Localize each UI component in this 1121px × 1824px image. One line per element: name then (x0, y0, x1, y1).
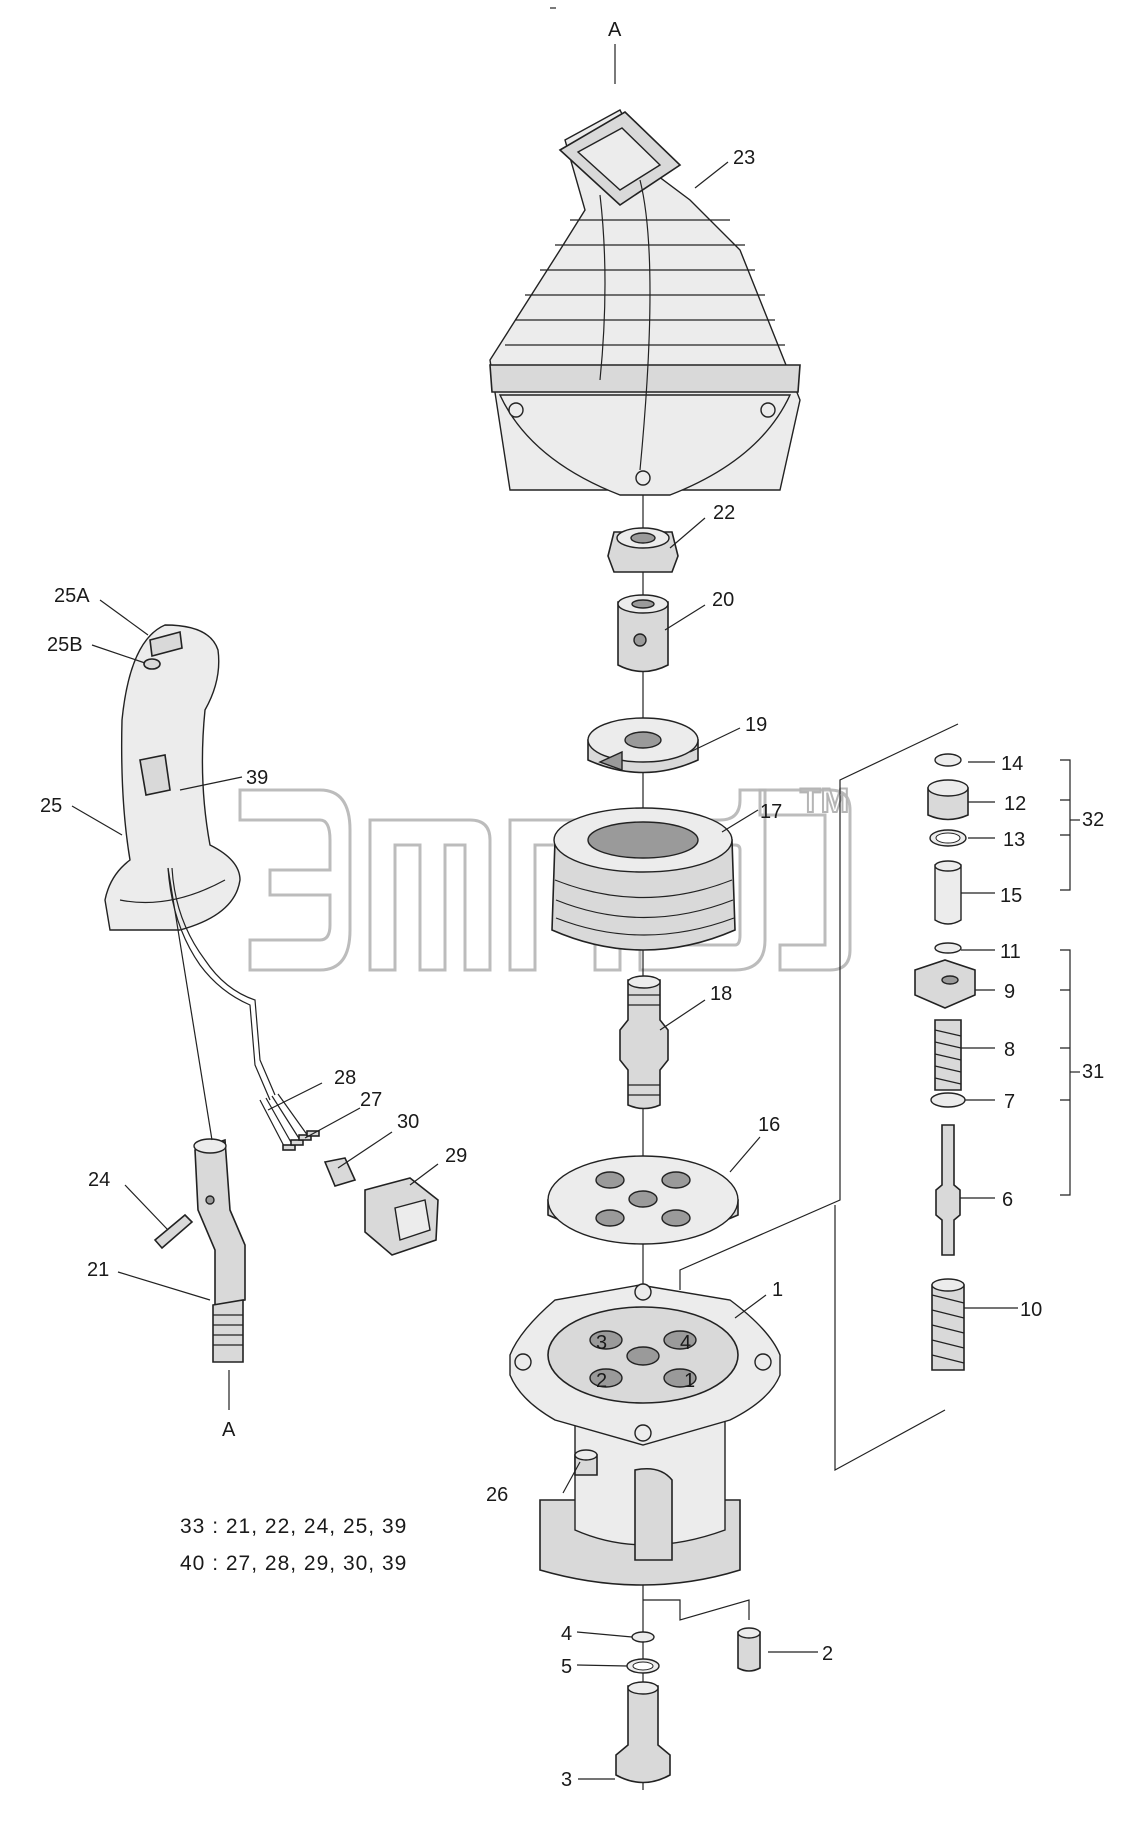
part-grip (104, 624, 276, 1101)
part-connector (323, 1157, 439, 1256)
part-column-right (914, 753, 976, 1371)
callout-6: 6 (1002, 1189, 1013, 1211)
port-number-1: 1 (684, 1370, 695, 1392)
callout-25B: 25B (47, 634, 83, 656)
callout-11: 11 (1000, 941, 1021, 963)
part-casing: 3 4 2 1 (509, 1283, 781, 1586)
callout-39: 39 (246, 767, 268, 789)
port-number-2: 2 (596, 1370, 607, 1392)
callout-5: 5 (561, 1656, 572, 1678)
part-plate (587, 717, 699, 774)
part-nut (607, 527, 679, 573)
part-pin (153, 1213, 194, 1250)
callout-25: 25 (40, 795, 62, 817)
callout-20: 20 (712, 589, 734, 611)
watermark-logo: TM (238, 781, 852, 972)
callout-8: 8 (1004, 1039, 1015, 1061)
callout-3: 3 (561, 1769, 572, 1791)
callout-19: 19 (745, 714, 767, 736)
part-plug-2 (737, 1627, 761, 1672)
callout-4: 4 (561, 1623, 572, 1645)
callout-28: 28 (334, 1067, 356, 1089)
part-wire-terminals (259, 1093, 320, 1151)
callout-16: 16 (758, 1114, 780, 1136)
part-bellows (551, 807, 736, 951)
kit-note-33: 33 : 21, 22, 24, 25, 39 (180, 1515, 407, 1538)
callout-14: 14 (1001, 753, 1023, 775)
part-oring-4 (631, 1631, 655, 1643)
part-lever (193, 1138, 246, 1363)
callout-1: 1 (772, 1279, 783, 1301)
callout-29: 29 (445, 1145, 467, 1167)
callout-23: 23 (733, 147, 755, 169)
part-disk (547, 1155, 739, 1245)
part-coupling (617, 594, 669, 673)
section-marker-bottom: A (222, 1419, 236, 1441)
callout-2: 2 (822, 1643, 833, 1665)
trademark-mark: TM (800, 782, 849, 820)
callout-21: 21 (87, 1259, 109, 1281)
section-marker-top: A (608, 19, 622, 41)
callout-12: 12 (1004, 793, 1026, 815)
kit-note-40: 40 : 27, 28, 29, 30, 39 (180, 1552, 407, 1575)
part-joint (619, 975, 669, 1110)
callout-22: 22 (713, 502, 735, 524)
callout-31: 31 (1082, 1061, 1104, 1083)
callout-9: 9 (1004, 981, 1015, 1003)
callout-18: 18 (710, 983, 732, 1005)
callout-15: 15 (1000, 885, 1022, 907)
part-plug-26 (574, 1449, 598, 1476)
callout-10: 10 (1020, 1299, 1042, 1321)
callout-26: 26 (486, 1484, 508, 1506)
callout-32: 32 (1082, 809, 1104, 831)
callout-24: 24 (88, 1169, 110, 1191)
part-boot (489, 109, 801, 496)
callout-27: 27 (360, 1089, 382, 1111)
callout-13: 13 (1003, 829, 1025, 851)
callout-7: 7 (1004, 1091, 1015, 1113)
part-plug-3 (615, 1681, 671, 1784)
port-number-3: 3 (596, 1332, 607, 1354)
callout-25A: 25A (54, 585, 90, 607)
callout-17: 17 (760, 801, 782, 823)
port-number-4: 4 (680, 1332, 691, 1354)
callout-30: 30 (397, 1111, 419, 1133)
